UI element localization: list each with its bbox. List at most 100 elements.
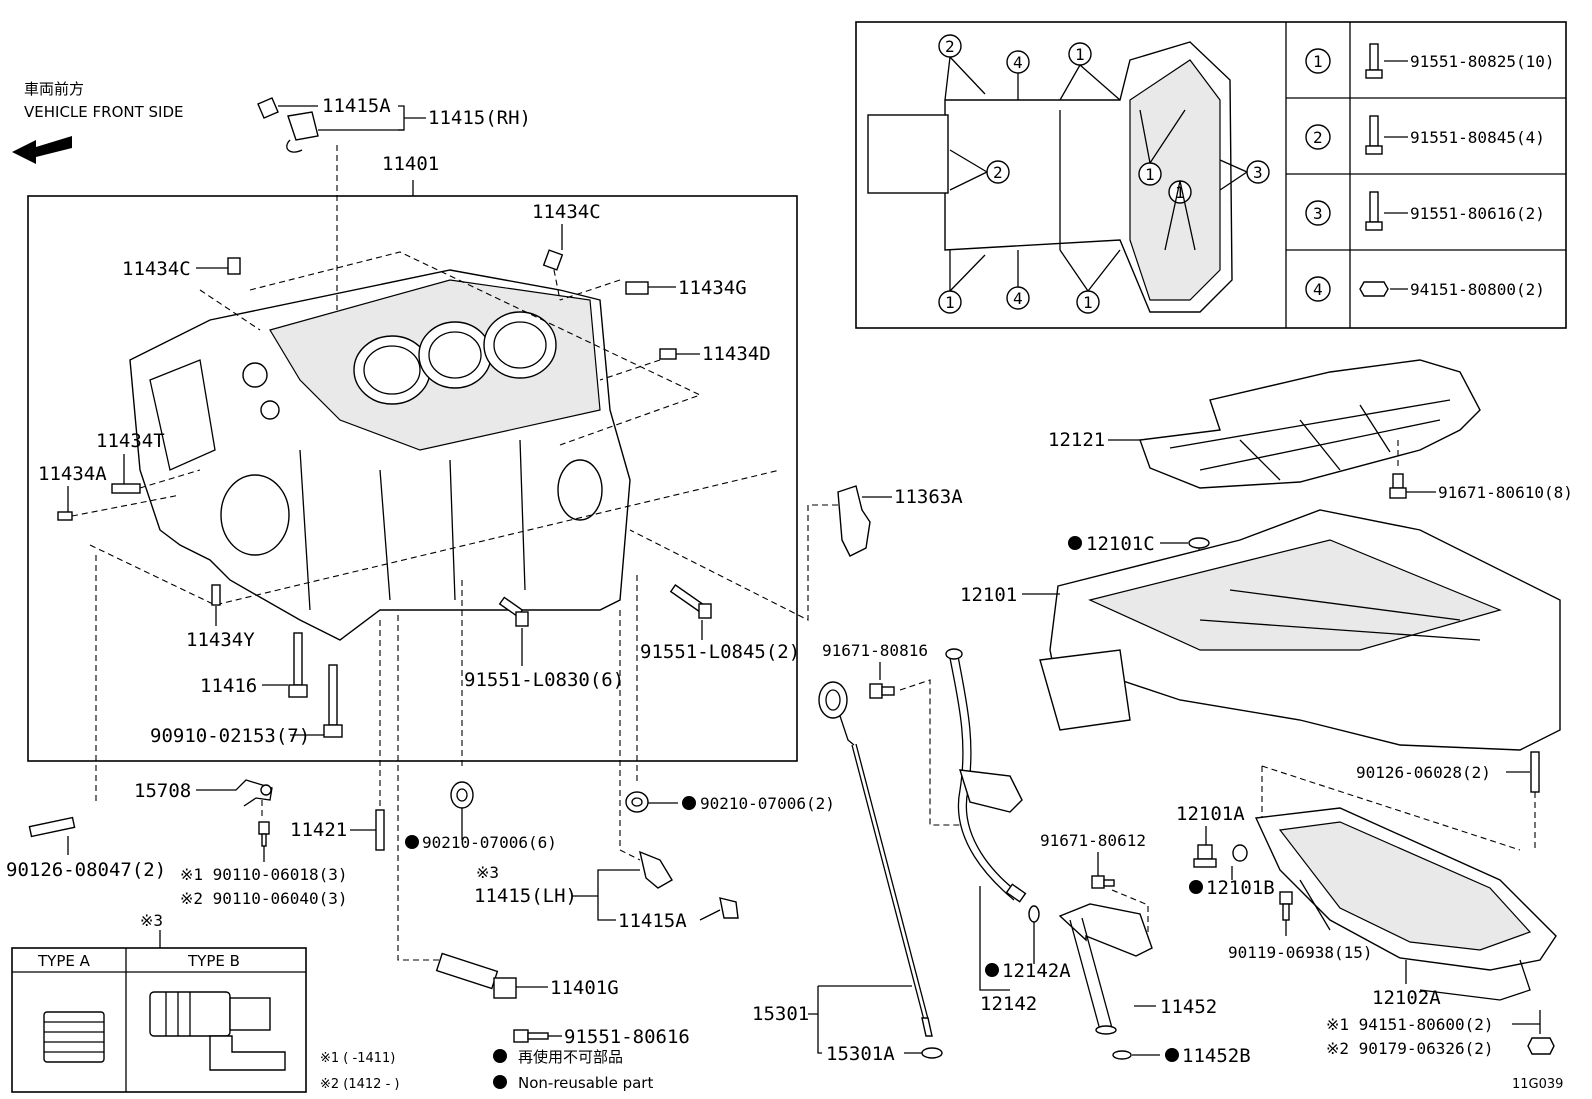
dowel-11434D xyxy=(659,348,677,360)
dipstick-guide-12142 xyxy=(945,648,1027,903)
label-15708: 15708 xyxy=(134,780,191,802)
dowel-11434C-right xyxy=(542,249,564,271)
label-91551-L0830: 91551-L0830(6) xyxy=(464,669,624,691)
bolt-90910-02153 xyxy=(323,664,343,738)
stud-90126-06028 xyxy=(1530,751,1540,793)
stud-90126-08047 xyxy=(28,816,76,838)
label-11434T: 11434T xyxy=(96,430,165,452)
label-12142: 12142 xyxy=(980,993,1037,1015)
bolt-90110 xyxy=(258,821,270,847)
label-11363A: 11363A xyxy=(894,486,963,508)
label-12102A: 12102A xyxy=(1372,987,1441,1009)
svg-text:2: 2 xyxy=(993,163,1003,182)
front-arrow-icon xyxy=(12,136,72,164)
bolt-icon xyxy=(1369,43,1379,71)
label-90110-b: ※2 90110-06040(3) xyxy=(180,889,348,908)
front-label-jp: 車両前方 xyxy=(24,80,84,98)
bracket-15708 xyxy=(218,779,273,807)
note-1: ※1 ( -1411) xyxy=(320,1051,395,1066)
bolt-91671-80612 xyxy=(1091,875,1115,889)
bolt-91551-80616 xyxy=(513,1029,549,1043)
type-a-header: TYPE A xyxy=(37,952,91,970)
svg-text:4: 4 xyxy=(1313,280,1323,299)
bolt-table-num-3 xyxy=(1305,200,1331,226)
label-12121: 12121 xyxy=(1048,429,1105,451)
nonreuse-dot xyxy=(1165,1048,1179,1062)
label-90126-08047: 90126-08047(2) xyxy=(6,859,166,881)
type-table-mark: ※3 xyxy=(140,911,163,930)
svg-text:1: 1 xyxy=(1313,52,1323,71)
label-90126-06028: 90126-06028(2) xyxy=(1356,763,1491,782)
nonreuse-dot xyxy=(682,796,696,810)
cylinder-block-drawing xyxy=(129,269,631,641)
svg-text:2: 2 xyxy=(945,37,955,56)
label-11415-lh: 11415(LH) xyxy=(474,885,577,907)
label-91671-80610: 91671-80610(8) xyxy=(1438,483,1573,502)
label-12101C: 12101C xyxy=(1086,533,1155,555)
type-b-header: TYPE B xyxy=(187,952,240,970)
svg-text:4: 4 xyxy=(1013,53,1023,72)
nonreuse-legend-dot-1 xyxy=(493,1049,507,1063)
bolt-part-4: 94151-80800(2) xyxy=(1410,280,1545,299)
label-90210-07006-2: 90210-07006(2) xyxy=(700,794,835,813)
label-11415-rh: 11415(RH) xyxy=(428,107,531,129)
nonreuse-en: Non-reusable part xyxy=(518,1074,653,1092)
label-11434C-right: 11434C xyxy=(532,201,601,223)
svg-text:1: 1 xyxy=(1145,165,1155,184)
bolt-91671-80816 xyxy=(869,683,895,699)
nut-94151-80600 xyxy=(1527,1037,1555,1055)
oil-pan-lower-12102A xyxy=(1254,807,1557,1001)
svg-text:1: 1 xyxy=(1175,183,1185,202)
svg-text:4: 4 xyxy=(1013,289,1023,308)
label-11415A-bottom: 11415A xyxy=(618,910,687,932)
label-91551-L0845: 91551-L0845(2) xyxy=(640,641,800,663)
plug-11363A xyxy=(837,485,871,557)
label-12142A: 12142A xyxy=(1002,960,1071,982)
label-90110-a: ※1 90110-06018(3) xyxy=(180,865,348,884)
label-91671-80612: 91671-80612 xyxy=(1040,831,1146,850)
bolt-table: 1 91551-80825(10) 91551-80845(4) 2 91551… xyxy=(1305,43,1555,302)
svg-text:2: 2 xyxy=(1313,128,1323,147)
label-12101B: 12101B xyxy=(1206,877,1275,899)
stud-11421 xyxy=(375,809,385,851)
label-91551-80616: 91551-80616 xyxy=(564,1026,690,1048)
drain-plug-12101A xyxy=(1193,844,1217,868)
nonreuse-dot xyxy=(985,963,999,977)
label-11421: 11421 xyxy=(290,819,347,841)
sensor-11401G xyxy=(435,952,517,999)
note-2: ※2 (1412 - ) xyxy=(320,1077,399,1092)
bolt-icon xyxy=(1369,191,1379,223)
svg-text:3: 3 xyxy=(1313,204,1323,223)
type-a-sensor-icon xyxy=(43,1011,105,1063)
bolt-91551-L0845 xyxy=(669,583,712,619)
svg-text:3: 3 xyxy=(1253,163,1263,182)
label-90119-06938: 90119-06938(15) xyxy=(1228,943,1373,962)
dowel-11434C-left xyxy=(227,257,241,275)
front-label-en: VEHICLE FRONT SIDE xyxy=(24,103,184,121)
gasket-90210-07006-6 xyxy=(450,781,474,809)
label-11434Y: 11434Y xyxy=(186,629,255,651)
o-ring-12142A xyxy=(1028,905,1040,923)
label-11452B: 11452B xyxy=(1182,1045,1251,1067)
o-ring-15301A xyxy=(921,1047,943,1059)
label-11401G: 11401G xyxy=(550,977,619,999)
baffle-plate-12121 xyxy=(1139,359,1481,489)
figure-id: 11G039 xyxy=(1512,1077,1563,1092)
inset-callouts: 2 4 1 2 3 1 1 1 4 1 xyxy=(938,34,1270,314)
gasket-90210-07006-2 xyxy=(625,791,649,813)
bolt-part-1: 91551-80825(10) xyxy=(1410,52,1555,71)
bolt-table-num-2 xyxy=(1305,124,1331,150)
dipstick-15301 xyxy=(818,681,933,1037)
pin-11434T xyxy=(111,483,141,494)
svg-text:1: 1 xyxy=(1075,45,1085,64)
label-11434G: 11434G xyxy=(678,277,747,299)
svg-text:1: 1 xyxy=(1083,293,1093,312)
nonreuse-dot xyxy=(1068,536,1082,550)
label-11401: 11401 xyxy=(382,153,439,175)
bolt-part-3: 91551-80616(2) xyxy=(1410,204,1545,223)
sensor-11415-rh xyxy=(257,97,319,153)
bolt-91551-L0830 xyxy=(498,596,529,627)
stud-11416 xyxy=(288,632,308,698)
oil-pan-upper-12101 xyxy=(1039,509,1561,751)
